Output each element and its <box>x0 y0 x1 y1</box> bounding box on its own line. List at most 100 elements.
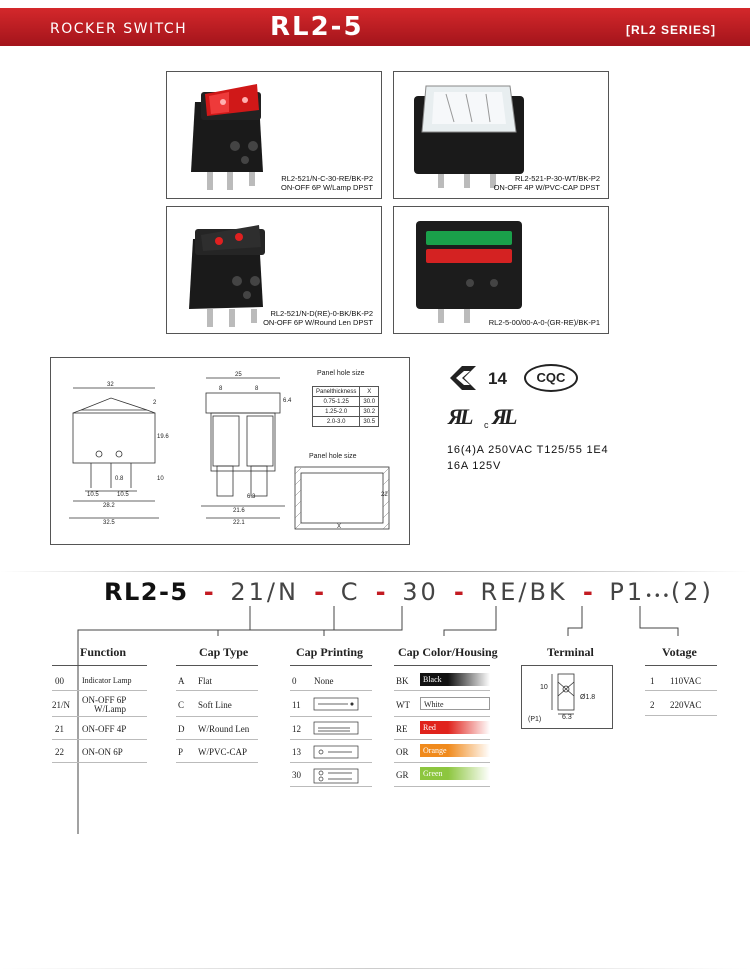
code-voltage: (2) <box>670 578 714 606</box>
panel-thickness-table: Panelthickness X 0.75-1.25 30.0 1.25-2.0… <box>311 386 380 427</box>
function-desc-00: Indicator Lamp <box>82 676 132 685</box>
svg-text:Я: Я <box>491 404 508 429</box>
dim-6-3: 6.3 <box>247 494 256 500</box>
product-photo-4: RL2-5-00/00-A-0-(GR-RE)/BK-P1 <box>393 206 609 334</box>
color-code-re: RE <box>396 724 408 734</box>
terminal-p1-icon <box>551 673 575 715</box>
table-row: 1.25-2.0 30.2 <box>311 406 380 417</box>
dim-19-6: 19.6 <box>157 434 169 440</box>
rating-spec-2: 16A 125V <box>447 460 502 472</box>
cap-type-desc-d: W/Round Len <box>198 724 250 734</box>
dim-x: X <box>337 524 342 530</box>
function-code-21: 21 <box>55 724 64 734</box>
photo-3-model: RL2-521/N-D(RE)-0-BK/BK-P2 <box>270 309 373 318</box>
function-code-00: 00 <box>55 676 64 686</box>
cap-type-desc-p: W/PVC-CAP <box>198 747 248 757</box>
code-color: RE/BK <box>480 578 568 606</box>
ul-c-mark: c <box>484 420 489 430</box>
table-header-x: X <box>359 386 380 397</box>
part-number-code: RL2-5 - 21/N - C - 30 - RE/BK - P1•••(2) <box>104 578 714 606</box>
header-series: [RL2 SERIES] <box>625 23 716 37</box>
function-desc-21n: ON-OFF 6P <box>82 695 127 705</box>
drawing-lines <box>69 377 390 530</box>
function-underline <box>52 665 147 666</box>
switch-image-1 <box>191 84 263 190</box>
photo-2-desc: ON-OFF 4P W/PVC-CAP DPST <box>493 183 600 192</box>
terminal-title: Terminal <box>547 645 594 659</box>
product-photo-3: RL2-521/N-D(RE)-0-BK/BK-P2 ON-OFF 6P W/R… <box>166 206 382 334</box>
function-desc-21n-2: W/Lamp <box>94 704 126 714</box>
cap-type-title: Cap Type <box>199 645 249 659</box>
color-swatch-red: Red <box>420 721 490 734</box>
code-dash: - <box>582 578 595 606</box>
function-code-21n: 21/N <box>52 700 70 710</box>
dim-10: 10 <box>157 476 164 482</box>
switch-image-3 <box>189 225 265 327</box>
switch-image-2 <box>414 85 524 188</box>
ul-logo: Я L Я L <box>447 404 517 429</box>
connector-lines <box>77 606 679 834</box>
votage-code-1: 1 <box>650 676 655 686</box>
code-dash: - <box>314 578 326 606</box>
table-row: 2.0-3.0 30.5 <box>311 416 380 427</box>
svg-text:L: L <box>459 404 473 429</box>
votage-title: Votage <box>662 645 697 659</box>
switch-image-4 <box>416 221 522 323</box>
cap-type-code-d: D <box>178 724 185 734</box>
cqc-text: CQC <box>536 370 566 385</box>
votage-desc-1: 110VAC <box>670 676 702 686</box>
color-code-bk: BK <box>396 676 409 686</box>
cap-printing-code-13: 13 <box>292 747 301 757</box>
header-bar: ROCKER SWITCH RL2-5 [RL2 SERIES] <box>0 8 750 46</box>
color-swatch-white: White <box>420 697 490 710</box>
terminal-dim-10: 10 <box>540 684 548 691</box>
code-terminal: P1 <box>609 578 646 606</box>
cap-type-desc-c: Soft Line <box>198 700 232 710</box>
code-cap-type: C <box>340 578 361 606</box>
code-function: 21/N <box>230 578 299 606</box>
header-model: RL2-5 <box>270 12 364 42</box>
cap-printing-code-11: 11 <box>292 700 301 710</box>
panel-hole-title-2: Panel hole size <box>309 453 357 460</box>
dim-6-4: 6.4 <box>283 398 292 404</box>
dim-8-right: 8 <box>255 386 259 392</box>
color-swatch-green: Green <box>420 767 490 780</box>
color-code-wt: WT <box>396 700 410 710</box>
dim-0-8: 0.8 <box>115 476 124 482</box>
dim-22-1: 22.1 <box>233 520 245 526</box>
dim-22: 22 <box>381 492 388 498</box>
cap-printing-code-12: 12 <box>292 724 301 734</box>
photo-1-model: RL2-521/N-C-30-RE/BK-P2 <box>281 174 373 183</box>
code-dash: - <box>375 578 388 606</box>
enec-number: 14 <box>488 369 507 388</box>
photo-1-desc: ON-OFF 6P W/Lamp DPST <box>281 183 373 192</box>
function-title: Function <box>80 645 127 659</box>
terminal-dim-6-3: 6.3 <box>562 714 572 721</box>
color-swatch-orange: Orange <box>420 744 490 757</box>
product-photo-2: RL2-521-P-30-WT/BK-P2 ON-OFF 4P W/PVC-CA… <box>393 71 609 199</box>
color-swatch-black: Black <box>420 673 490 686</box>
dim-21-6: 21.6 <box>233 508 245 514</box>
cqc-logo: CQC <box>524 364 578 392</box>
cap-type-desc-a: Flat <box>198 676 213 686</box>
cap-color-title: Cap Color/Housing <box>398 645 498 659</box>
dimension-drawing: 32 2 19.6 10 0.8 10.5 10.5 28.2 32.5 25 … <box>50 357 410 545</box>
rating-spec-1: 16(4)A 250VAC T125/55 1E4 <box>447 444 609 456</box>
votage-desc-2: 220VAC <box>670 700 702 710</box>
product-photo-1: RL2-521/N-C-30-RE/BK-P2 ON-OFF 6P W/Lamp… <box>166 71 382 199</box>
code-dash: - <box>203 578 216 606</box>
cap-printing-code-0: 0 <box>292 676 297 686</box>
dim-32-5: 32.5 <box>103 520 115 526</box>
cap-type-code-a: A <box>178 676 185 686</box>
photo-3-desc: ON-OFF 6P W/Round Len DPST <box>263 318 373 327</box>
function-desc-21: ON-OFF 4P <box>82 724 127 734</box>
color-code-or: OR <box>396 747 409 757</box>
dim-28-2: 28.2 <box>103 503 115 509</box>
dim-25: 25 <box>235 372 242 378</box>
code-dots: ••• <box>645 589 671 603</box>
dim-8-left: 8 <box>219 386 223 392</box>
photo-4-model: RL2-5-00/00-A-0-(GR-RE)/BK-P1 <box>488 318 600 327</box>
cap-type-code-p: P <box>178 747 184 757</box>
dim-10-5-right: 10.5 <box>117 492 129 498</box>
cap-type-code-c: C <box>178 700 185 710</box>
